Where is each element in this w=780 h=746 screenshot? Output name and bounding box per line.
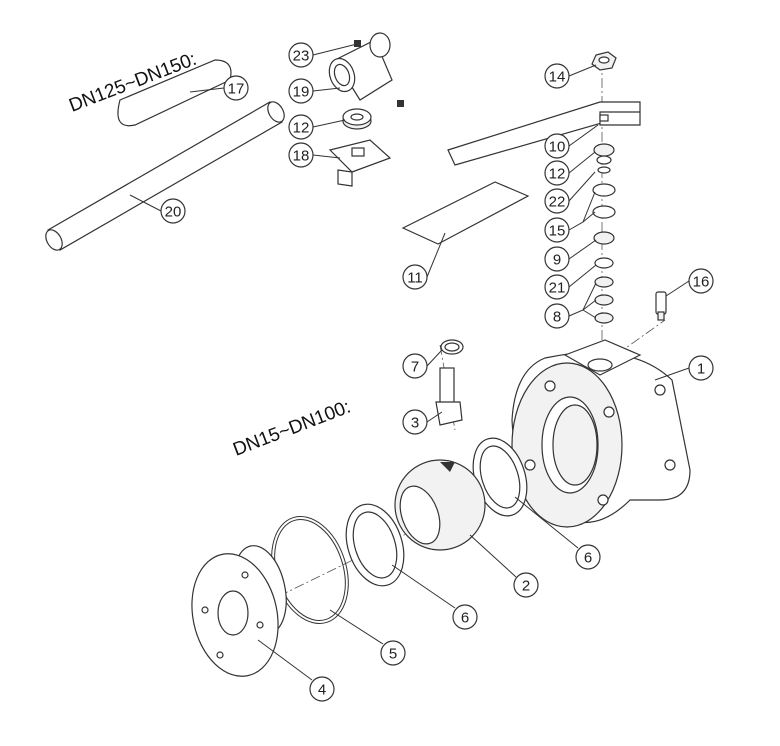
callout: 15	[544, 217, 570, 243]
callout-circle	[380, 640, 406, 666]
callout: 23	[288, 42, 314, 68]
o-ring-small	[440, 339, 464, 355]
callout-number: 14	[549, 69, 566, 86]
leader-lines	[129, 43, 690, 681]
callout: 7	[402, 353, 428, 379]
callout: 4	[309, 676, 335, 702]
t-head	[328, 32, 404, 107]
callout-number: 22	[549, 194, 566, 211]
callout-number: 1	[697, 361, 705, 378]
callout-circle	[544, 246, 570, 272]
callout-circle	[544, 160, 570, 186]
handle-large	[447, 101, 641, 166]
callout: 9	[544, 246, 570, 272]
callout-circle	[544, 303, 570, 329]
end-connector	[191, 545, 287, 677]
callout-circle	[402, 264, 428, 290]
callout-number: 10	[549, 139, 566, 156]
nut-left	[342, 108, 372, 130]
callout-circle	[544, 188, 570, 214]
callout: 21	[544, 274, 570, 300]
stop-pin	[655, 291, 667, 321]
callout-circle	[288, 114, 314, 140]
callout-circle	[544, 133, 570, 159]
callout-circle	[575, 544, 601, 570]
callout: 10	[544, 133, 570, 159]
callout-circle	[223, 75, 249, 101]
callout-number: 19	[293, 84, 310, 101]
callout-circle	[513, 572, 539, 598]
label-dn15-dn100: DN15~DN100:	[230, 397, 353, 461]
callout-number: 11	[407, 270, 423, 287]
callout: 20	[160, 198, 186, 224]
callout-number: 6	[584, 550, 592, 567]
callout-circle	[160, 198, 186, 224]
callout: 6	[575, 544, 601, 570]
stem-stack	[591, 51, 617, 324]
callout-number: 21	[549, 280, 566, 297]
callout: 17	[223, 75, 249, 101]
callout-circle	[688, 268, 714, 294]
callout: 18	[288, 142, 314, 168]
callout-circle	[402, 409, 428, 435]
callout-circle	[544, 274, 570, 300]
extension-pipe	[45, 101, 285, 251]
callout: 12	[544, 160, 570, 186]
callout-circle	[309, 676, 335, 702]
callout-circle	[544, 217, 570, 243]
callout-circle	[688, 355, 714, 381]
callout-number: 12	[549, 166, 566, 183]
callout: 1	[688, 355, 714, 381]
handle-small	[401, 181, 530, 245]
callout-number: 18	[293, 148, 310, 165]
callout-circle	[544, 63, 570, 89]
callout: 2	[513, 572, 539, 598]
callout-circle	[288, 78, 314, 104]
callout-number: 2	[522, 578, 530, 595]
callout: 19	[288, 78, 314, 104]
callout: 11	[402, 264, 428, 290]
lock-plate	[328, 139, 392, 187]
callout: 22	[544, 188, 570, 214]
callout-circle	[452, 604, 478, 630]
callout-number: 4	[318, 682, 326, 699]
callout-circle	[402, 353, 428, 379]
callout-number: 12	[293, 120, 310, 137]
callout: 3	[402, 409, 428, 435]
ball	[394, 459, 486, 551]
bolt	[435, 367, 463, 426]
callout: 8	[544, 303, 570, 329]
callout-number: 23	[293, 48, 310, 65]
valve-body	[511, 339, 691, 528]
callout: 14	[544, 63, 570, 89]
callout: 6	[452, 604, 478, 630]
callout-number: 3	[411, 415, 419, 432]
callout-circle	[288, 142, 314, 168]
callout-number: 7	[411, 359, 419, 376]
callout: 5	[380, 640, 406, 666]
callout-number: 20	[165, 204, 182, 221]
callout: 16	[688, 268, 714, 294]
callout-number: 9	[553, 252, 561, 269]
seat-left	[345, 503, 405, 587]
callout-number: 5	[389, 646, 397, 663]
callout-number: 16	[693, 274, 710, 291]
callout-circle	[288, 42, 314, 68]
callout-number: 15	[549, 223, 566, 240]
callout-number: 8	[553, 309, 561, 326]
callout: 12	[288, 114, 314, 140]
callout-number: 17	[228, 81, 245, 98]
callout-number: 6	[461, 610, 469, 627]
